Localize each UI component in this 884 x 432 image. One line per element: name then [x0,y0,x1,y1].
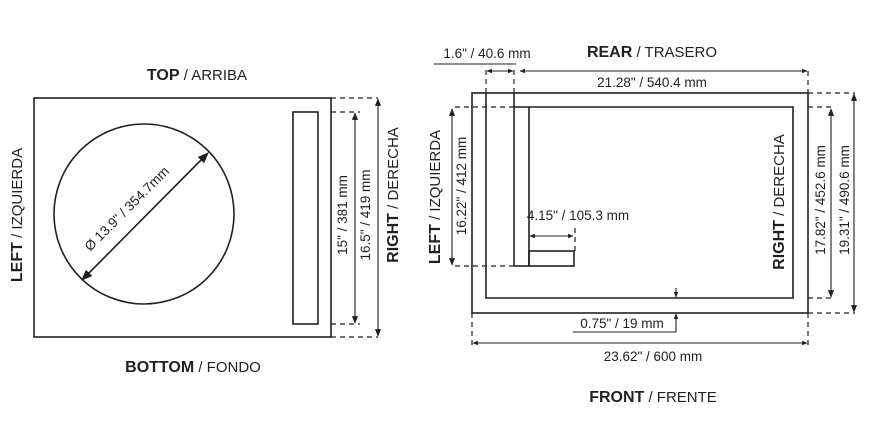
port-opening [292,111,319,325]
inner-width-dimension: 21.28" / 540.4 mm [597,75,707,90]
port-height-dimension: 15" / 381 mm [335,175,350,255]
left-label-top-view: LEFT / IZQUIERDA [427,130,444,264]
top-label: TOP / ARRIBA [147,67,247,84]
front-label: FRONT / FRENTE [589,389,717,406]
port-depth-dimension: 16.22" / 412 mm [454,137,469,236]
woofer-cutout-circle [53,123,235,305]
right-label-top-view: RIGHT / DERECHA [771,134,788,270]
left-label: LEFT / IZQUIERDA [9,148,26,282]
inner-depth-dimension: 17.82" / 452.6 mm [813,145,828,255]
top-view: REAR / TRASERO FRONT / FRENTE LEFT / IZQ… [427,44,858,406]
wall-thickness-dimension: 0.75" / 19 mm [580,316,664,331]
port-width-dimension: 1.6" / 40.6 mm [443,46,530,61]
enclosure-front-panel [33,97,332,338]
bottom-label: BOTTOM / FONDO [125,359,261,376]
right-label: RIGHT / DERECHA [385,127,402,263]
box-height-dimension: 16.5" / 419 mm [358,169,373,260]
rear-label: REAR / TRASERO [587,44,717,61]
diameter-arrow [81,152,209,281]
diameter-dimension: Ø 13.9" / 354.7mm [82,164,172,254]
port-foot [528,250,575,267]
front-view: TOP / ARRIBA BOTTOM / FONDO LEFT / IZQUI… [9,67,402,376]
total-width-dimension: 23.62" / 600 mm [604,349,703,364]
enclosure-inner-wall [485,93,794,299]
total-depth-dimension: 19.31" / 490.6 mm [837,145,852,255]
port-foot-dimension: 4.15" / 105.3 mm [527,208,629,223]
enclosure-outer-wall [471,92,809,314]
